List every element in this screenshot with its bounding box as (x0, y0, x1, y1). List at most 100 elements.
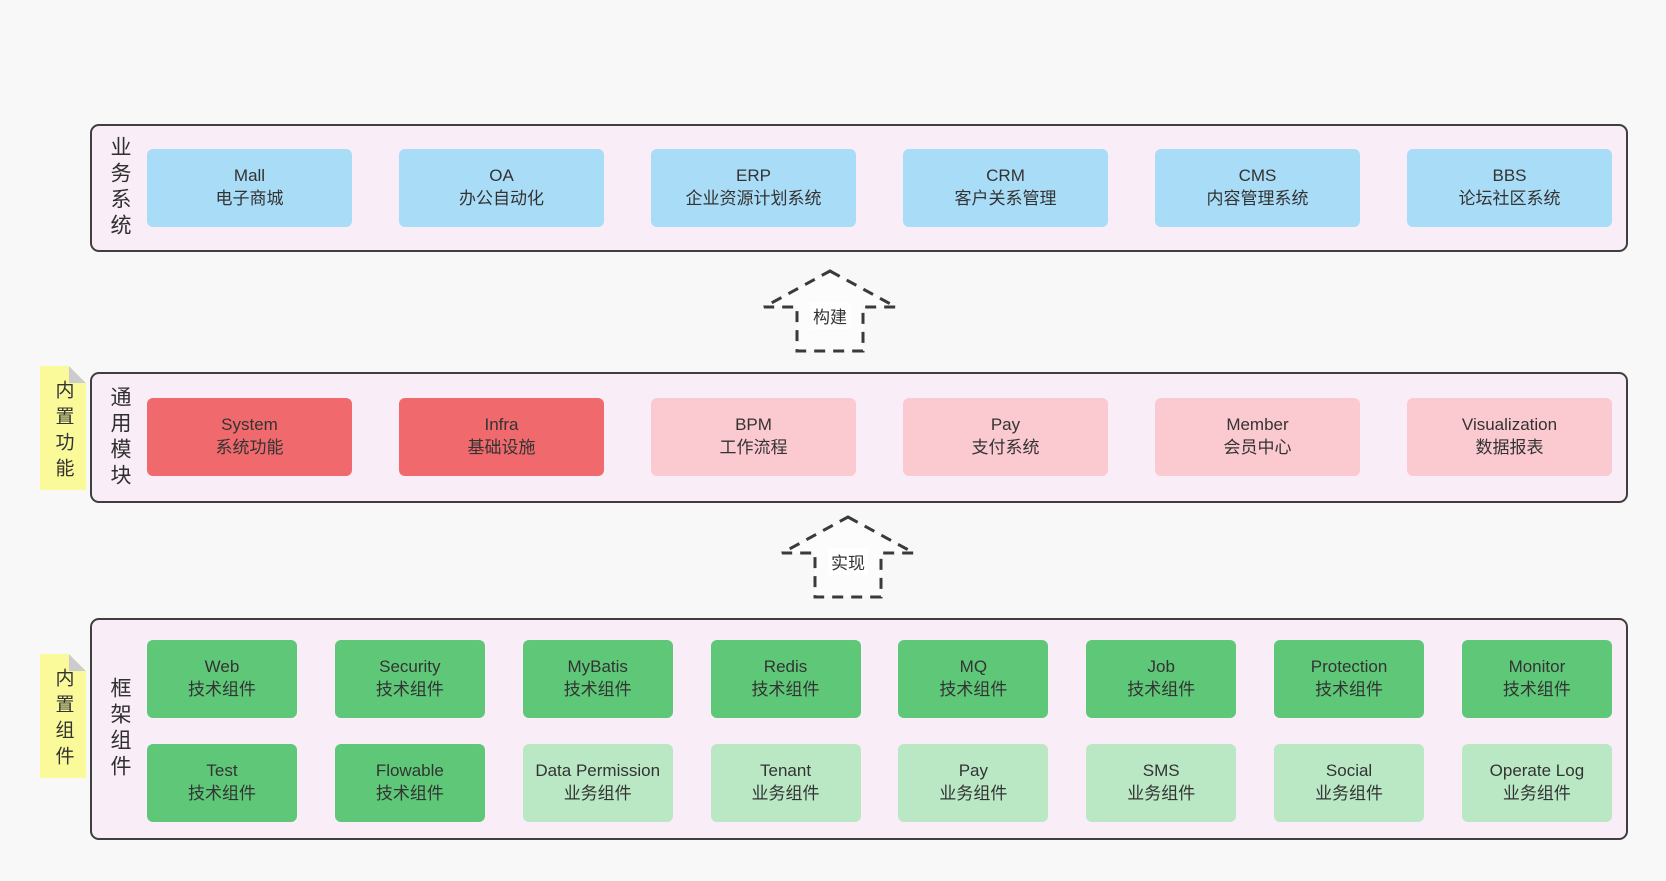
box-subtitle: 业务组件 (563, 784, 632, 803)
box-pay-business: Pay 业务组件 (898, 744, 1049, 822)
box-title: Test (206, 761, 238, 781)
box-subtitle: 技术组件 (563, 680, 632, 699)
band-label-common-modules: 通用模块 (108, 385, 131, 490)
box-cms: CMS 内容管理系统 (1155, 149, 1360, 227)
box-oa: OA 办公自动化 (399, 149, 604, 227)
box-social: Social 业务组件 (1274, 744, 1425, 822)
box-title: Web (204, 657, 240, 677)
band-label-framework-components: 框架组件 (108, 677, 131, 781)
box-title: Data Permission (535, 761, 661, 781)
box-subtitle: 电子商城 (215, 189, 284, 208)
sticky-note-label: 内置功能 (52, 380, 74, 484)
box-web: Web 技术组件 (147, 640, 297, 718)
common-modules-row: System 系统功能 Infra 基础设施 BPM 工作流程 Pay 支付系统… (147, 398, 1612, 476)
folded-corner-cut (69, 654, 86, 671)
box-subtitle: 技术组件 (1127, 680, 1196, 699)
box-subtitle: 技术组件 (751, 680, 820, 699)
box-title: Social (1325, 761, 1373, 781)
box-title: Monitor (1508, 657, 1566, 677)
box-title: BBS (1492, 166, 1527, 186)
box-subtitle: 技术组件 (1502, 680, 1571, 699)
box-title: ERP (736, 166, 771, 186)
box-subtitle: 数据报表 (1475, 438, 1544, 457)
box-title: Operate Log (1489, 761, 1585, 781)
band-business-systems: 业务系统 Mall 电子商城 OA 办公自动化 ERP 企业资源计划系统 CRM… (90, 124, 1628, 252)
box-subtitle: 业务组件 (1127, 784, 1196, 803)
box-title: OA (489, 166, 514, 186)
box-member: Member 会员中心 (1155, 398, 1360, 476)
box-title: Flowable (375, 761, 444, 781)
box-tenant: Tenant 业务组件 (710, 744, 861, 822)
box-subtitle: 技术组件 (375, 680, 444, 699)
box-subtitle: 技术组件 (939, 680, 1008, 699)
box-monitor: Monitor 技术组件 (1461, 640, 1612, 718)
box-title: Member (1226, 415, 1289, 435)
box-title: MyBatis (567, 657, 628, 677)
box-title: BPM (735, 415, 772, 435)
box-title: Tenant (760, 761, 812, 781)
box-sms: SMS 业务组件 (1086, 744, 1237, 822)
box-subtitle: 企业资源计划系统 (685, 189, 822, 208)
box-bbs: BBS 论坛社区系统 (1407, 149, 1612, 227)
box-subtitle: 技术组件 (188, 784, 256, 803)
box-mq: MQ 技术组件 (898, 640, 1049, 718)
box-title: Security (379, 657, 441, 677)
box-subtitle: 业务组件 (939, 784, 1008, 803)
sticky-note-label: 内置组件 (52, 668, 74, 772)
box-title: Infra (484, 415, 519, 435)
box-security: Security 技术组件 (334, 640, 485, 718)
box-title: Mall (233, 166, 266, 186)
box-subtitle: 技术组件 (375, 784, 444, 803)
box-subtitle: 支付系统 (971, 438, 1040, 457)
box-pay: Pay 支付系统 (903, 398, 1108, 476)
box-title: CRM (986, 166, 1025, 186)
box-title: Protection (1310, 657, 1388, 677)
band-label-business-systems: 业务系统 (108, 136, 131, 240)
business-systems-row: Mall 电子商城 OA 办公自动化 ERP 企业资源计划系统 CRM 客户关系… (147, 149, 1612, 227)
box-title: System (221, 415, 278, 435)
box-title: Job (1147, 657, 1175, 677)
box-mybatis: MyBatis 技术组件 (522, 640, 673, 718)
box-erp: ERP 企业资源计划系统 (651, 149, 856, 227)
box-redis: Redis 技术组件 (710, 640, 861, 718)
arrow-implement-label: 实现 (828, 548, 868, 575)
box-title: Pay (958, 761, 989, 781)
box-title: CMS (1238, 166, 1277, 186)
box-system: System 系统功能 (147, 398, 352, 476)
box-title: Visualization (1461, 415, 1558, 435)
framework-components-row-1: Web 技术组件 Security 技术组件 MyBatis 技术组件 Redi… (147, 640, 1612, 718)
box-mall: Mall 电子商城 (147, 149, 352, 227)
box-subtitle: 业务组件 (1502, 784, 1571, 803)
sticky-note-built-in-features: 内置功能 (40, 366, 86, 490)
box-title: SMS (1142, 761, 1180, 781)
box-subtitle: 会员中心 (1223, 438, 1292, 457)
box-bpm: BPM 工作流程 (651, 398, 856, 476)
box-title: Redis (763, 657, 808, 677)
box-title: Pay (990, 415, 1021, 435)
band-framework-components: 框架组件 Web 技术组件 Security 技术组件 MyBatis 技术组件… (90, 618, 1628, 840)
arrow-build-label: 构建 (810, 302, 850, 329)
box-subtitle: 业务组件 (751, 784, 820, 803)
folded-corner-cut (69, 366, 86, 383)
box-test: Test 技术组件 (147, 744, 297, 822)
box-job: Job 技术组件 (1086, 640, 1237, 718)
arrow-build: 构建 (760, 268, 900, 354)
box-data-permission: Data Permission 业务组件 (522, 744, 673, 822)
box-subtitle: 技术组件 (1315, 680, 1384, 699)
box-infra: Infra 基础设施 (399, 398, 604, 476)
box-visualization: Visualization 数据报表 (1407, 398, 1612, 476)
box-subtitle: 内容管理系统 (1206, 189, 1309, 208)
band-common-modules: 通用模块 System 系统功能 Infra 基础设施 BPM 工作流程 Pay… (90, 372, 1628, 503)
box-subtitle: 系统功能 (215, 438, 284, 457)
box-flowable: Flowable 技术组件 (334, 744, 485, 822)
box-subtitle: 基础设施 (467, 438, 536, 457)
box-subtitle: 办公自动化 (459, 189, 544, 208)
box-crm: CRM 客户关系管理 (903, 149, 1108, 227)
box-subtitle: 工作流程 (719, 438, 788, 457)
framework-components-row-2: Test 技术组件 Flowable 技术组件 Data Permission … (147, 744, 1612, 822)
box-title: MQ (959, 657, 988, 677)
box-subtitle: 技术组件 (188, 680, 256, 699)
box-subtitle: 论坛社区系统 (1458, 189, 1561, 208)
sticky-note-built-in-components: 内置组件 (40, 654, 86, 778)
